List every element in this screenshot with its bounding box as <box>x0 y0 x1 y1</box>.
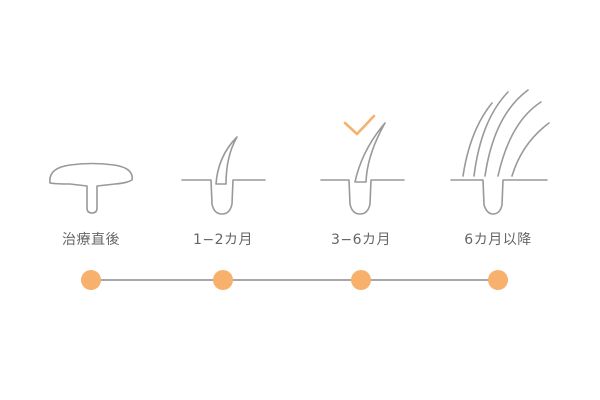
timeline-dot <box>351 270 371 290</box>
check-mark-icon <box>343 114 376 136</box>
timeline-dot <box>213 270 233 290</box>
regrown-hair-cluster-icon <box>450 89 550 215</box>
timeline-dot <box>81 270 101 290</box>
short-hair-follicle-icon <box>181 136 266 215</box>
extracted-follicle-icon <box>49 162 133 214</box>
stage-label-immediately-after: 治療直後 <box>62 232 120 248</box>
stage-label-3-6-months: 3−6カ月 <box>330 232 392 248</box>
stage-label-1-2-months: 1−2カ月 <box>192 232 254 248</box>
growing-hair-follicle-icon <box>320 122 405 215</box>
timeline-dot <box>488 270 508 290</box>
stage-label-6-months-later: 6カ月以降 <box>464 232 532 248</box>
